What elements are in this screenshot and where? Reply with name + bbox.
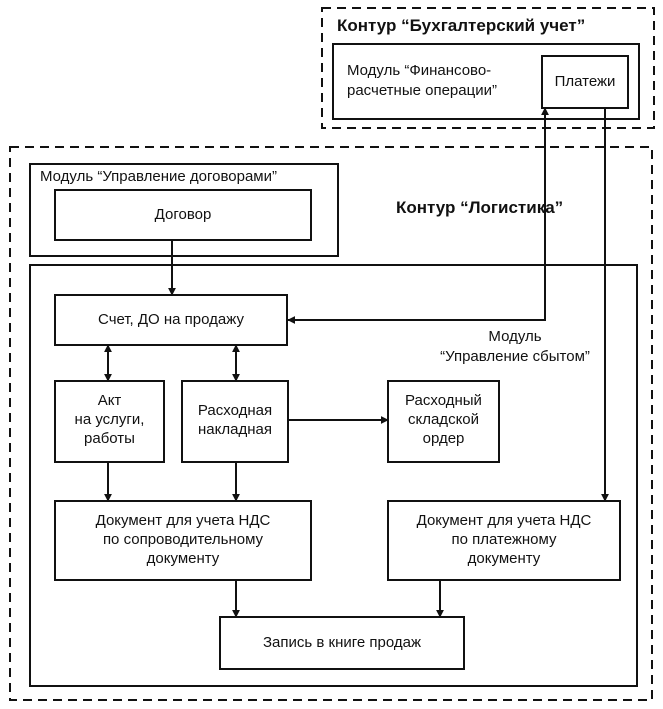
vat-doc-2-box <box>387 500 621 581</box>
payments-label: Платежи <box>554 73 616 90</box>
contract-label: Договор <box>154 206 212 223</box>
module-finance-title-line2: расчетные операции” <box>347 82 497 99</box>
vat-doc-1-label-line2: по сопроводительному <box>102 531 264 548</box>
module-sales-title-line2: “Управление сбытом” <box>440 348 590 365</box>
act-label-line1: Акт <box>97 392 122 409</box>
module-finance-title-line1: Модуль “Финансово- <box>347 62 492 79</box>
arrow-payments-invoice <box>287 107 549 324</box>
sales-book-label: Запись в книге продаж <box>262 634 421 651</box>
contour-accounting-title: Контур “Бухгалтерский учет” <box>337 16 586 35</box>
vat-doc-2-label-line1: Документ для учета НДС <box>416 512 592 529</box>
vat-doc-1-label-line3: документу <box>146 550 220 567</box>
waybill-label-line2: накладная <box>198 421 272 438</box>
warehouse-order-label-line2: складской <box>407 411 480 428</box>
module-sales-title-line1: Модуль <box>488 328 542 345</box>
act-label-line2: на услуги, <box>74 411 145 428</box>
contour-logistics-title: Контур “Логистика” <box>396 198 564 217</box>
vat-doc-1-label-line1: Документ для учета НДС <box>95 512 271 529</box>
payments-box <box>541 55 629 109</box>
warehouse-order-label-line3: ордер <box>422 430 465 447</box>
invoice-label: Счет, ДО на продажу <box>98 311 244 328</box>
sales-book-box <box>219 616 465 670</box>
module-contracts-title: Модуль “Управление договорами” <box>40 168 277 185</box>
act-label-line3: работы <box>84 430 135 447</box>
vat-doc-1-box <box>54 500 312 581</box>
warehouse-order-label-line1: Расходный <box>405 392 482 409</box>
waybill-label-line1: Расходная <box>197 402 273 419</box>
vat-doc-2-label-line2: по платежному <box>451 531 557 548</box>
vat-doc-2-label-line3: документу <box>467 550 541 567</box>
